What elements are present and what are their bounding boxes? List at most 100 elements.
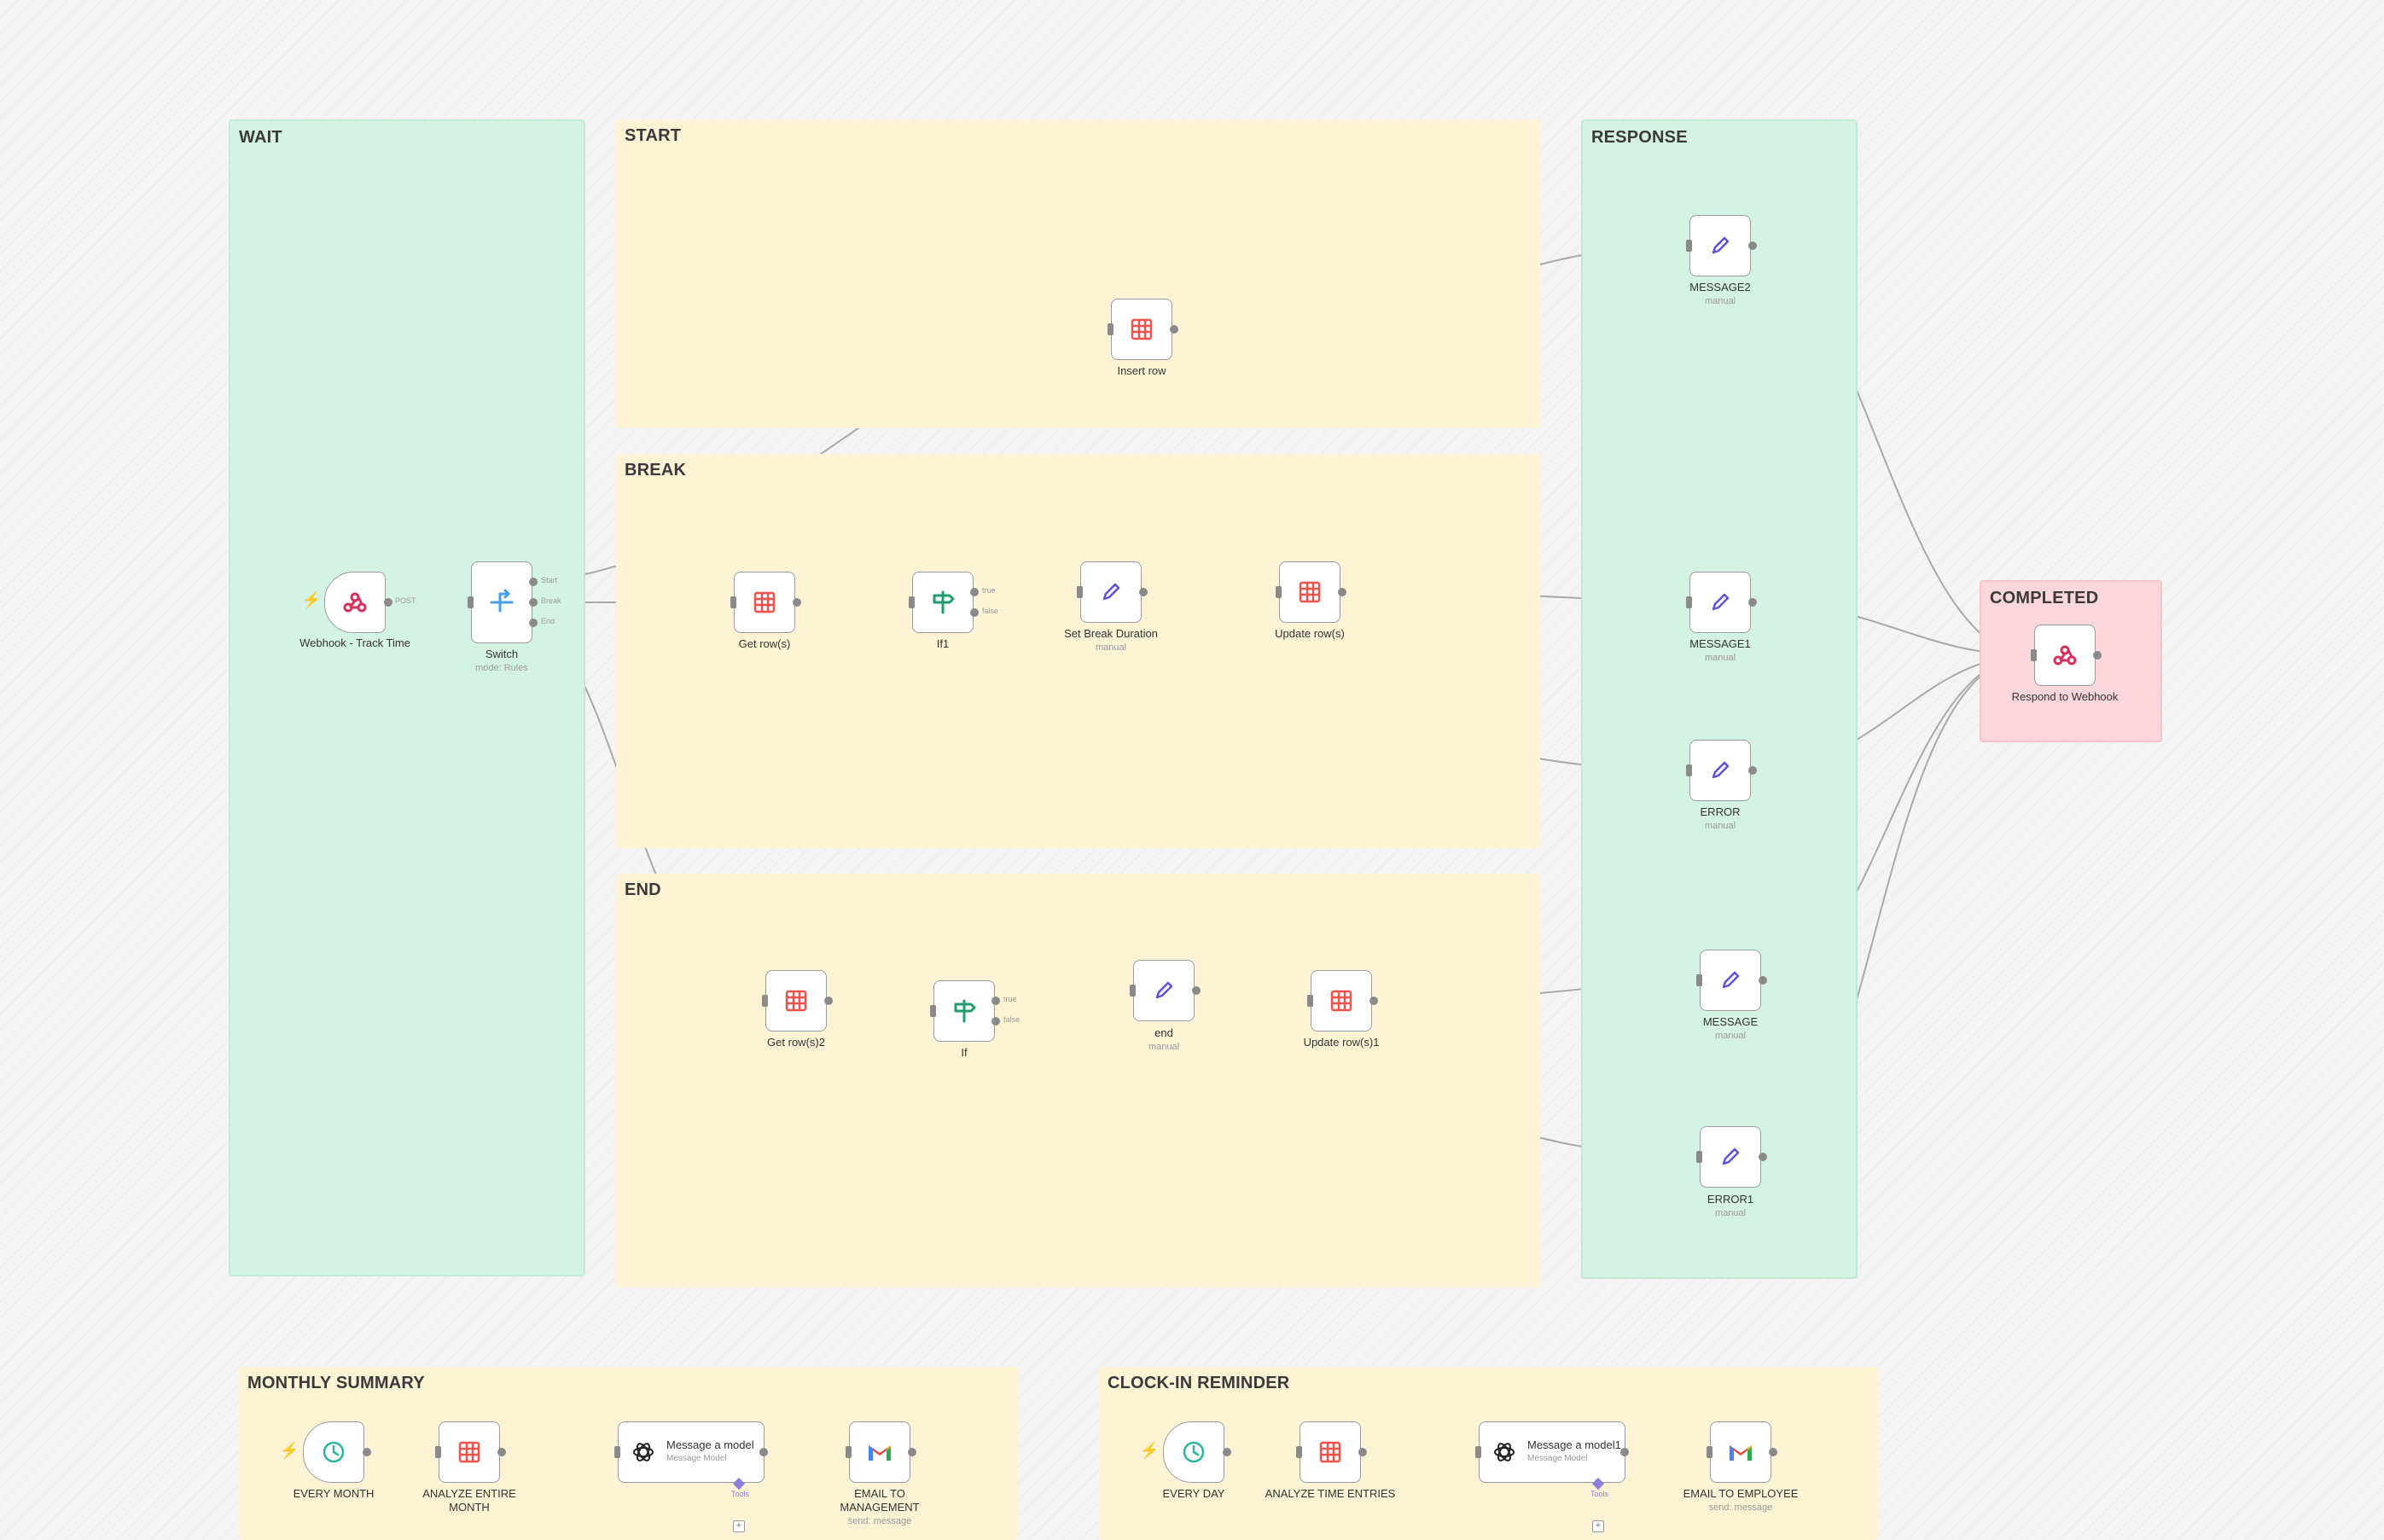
port-out-start[interactable] [529,578,538,586]
node-error1[interactable] [1700,1126,1761,1188]
port-out[interactable] [824,997,833,1005]
port-label-end: End [541,617,555,625]
node-switch[interactable] [471,561,532,643]
port-in[interactable] [1077,586,1083,598]
port-out[interactable] [1338,588,1346,596]
port-out[interactable] [759,1448,768,1456]
port-in[interactable] [1475,1446,1481,1458]
gmail-icon [865,1438,894,1467]
node-message2[interactable] [1689,215,1751,276]
port-out[interactable] [2093,651,2102,660]
port-in[interactable] [435,1446,441,1458]
port-in[interactable] [2031,649,2037,661]
node-every-month[interactable] [303,1421,364,1483]
node-update-rows1[interactable] [1311,970,1372,1032]
port-out[interactable] [1748,598,1757,607]
port-out-true[interactable] [970,588,979,596]
port-in[interactable] [1296,1446,1302,1458]
node-get-rows2[interactable] [765,970,827,1032]
node-message-a-model1[interactable]: Message a model1 Message Model [1479,1421,1625,1483]
port-out[interactable] [793,598,801,607]
node-if1[interactable] [912,572,974,633]
node-end[interactable] [1133,960,1195,1021]
port-in[interactable] [614,1446,620,1458]
port-in[interactable] [1686,596,1692,608]
node-message-a-model[interactable]: Message a model Message Model [618,1421,765,1483]
port-out[interactable] [1769,1448,1777,1456]
add-tool-plus-icon[interactable]: + [733,1520,745,1532]
node-if[interactable] [933,980,995,1042]
port-in[interactable] [1686,240,1692,252]
port-out-break[interactable] [529,598,538,607]
port-out[interactable] [1748,766,1757,775]
node-label: Switch [485,648,519,660]
node-sublabel: manual [1148,1042,1180,1052]
port-out[interactable] [1748,241,1757,250]
node-error[interactable] [1689,740,1751,801]
node-label: ERROR1 [1707,1193,1754,1206]
port-out-true[interactable] [991,997,1000,1005]
node-label: ERROR [1700,805,1741,818]
pencil-icon [1149,976,1178,1005]
port-in[interactable] [468,596,474,608]
node-email-to-employee[interactable] [1710,1421,1771,1483]
port-out[interactable] [1369,997,1378,1005]
port-in[interactable] [909,596,915,608]
node-update-rows[interactable] [1279,561,1340,623]
node-analyze-entire-month[interactable] [439,1421,500,1483]
port-in[interactable] [930,1005,936,1017]
node-message1[interactable] [1689,572,1751,633]
port-in[interactable] [1130,985,1136,997]
node-sublabel: send: message [1708,1502,1773,1513]
port-out[interactable] [1223,1448,1231,1456]
port-out[interactable] [1620,1448,1629,1456]
port-in[interactable] [1307,995,1313,1007]
tools-label: Tools [731,1490,750,1498]
port-label-false: false [1003,1015,1020,1024]
port-out[interactable] [908,1448,916,1456]
node-webhook-track-time[interactable] [324,572,386,633]
node-email-to-management[interactable] [849,1421,910,1483]
node-label: If [961,1046,968,1059]
add-tool-plus-icon[interactable]: + [1592,1520,1604,1532]
node-every-day[interactable] [1163,1421,1224,1483]
node-respond-to-webhook[interactable] [2034,625,2096,686]
port-out[interactable] [384,598,392,607]
clock-icon [1179,1438,1208,1467]
port-in[interactable] [846,1446,852,1458]
port-in[interactable] [762,995,768,1007]
node-get-rows[interactable] [734,572,795,633]
port-in[interactable] [1276,586,1282,598]
node-analyze-time-entries[interactable] [1300,1421,1361,1483]
port-out-false[interactable] [991,1017,1000,1026]
port-out[interactable] [1192,986,1201,995]
node-insert-row[interactable] [1111,299,1172,360]
group-title: RESPONSE [1591,128,1688,147]
node-set-break-duration[interactable] [1080,561,1142,623]
port-out-end[interactable] [529,619,538,627]
port-out[interactable] [497,1448,506,1456]
node-label: Webhook - Track Time [299,636,410,649]
tools-label: Tools [1590,1490,1609,1498]
port-out[interactable] [1139,588,1148,596]
port-out[interactable] [1759,976,1767,985]
port-out[interactable] [363,1448,371,1456]
port-in[interactable] [730,596,736,608]
group-title: CLOCK-IN REMINDER [1108,1374,1290,1392]
node-title: Message a model [666,1438,754,1451]
port-out[interactable] [1759,1153,1767,1161]
port-out-false[interactable] [970,608,979,617]
port-out[interactable] [1170,325,1178,334]
node-label: EMAIL TO MANAGEMENT [840,1487,920,1514]
port-in[interactable] [1686,764,1692,776]
port-in[interactable] [1696,1151,1702,1163]
port-out[interactable] [1358,1448,1367,1456]
port-in[interactable] [1707,1446,1712,1458]
port-label-false: false [982,607,999,615]
node-message[interactable] [1700,950,1761,1011]
port-in[interactable] [1696,974,1702,986]
port-in[interactable] [1108,323,1114,335]
port-label-post: POST [395,596,416,605]
table-icon [1127,315,1156,344]
